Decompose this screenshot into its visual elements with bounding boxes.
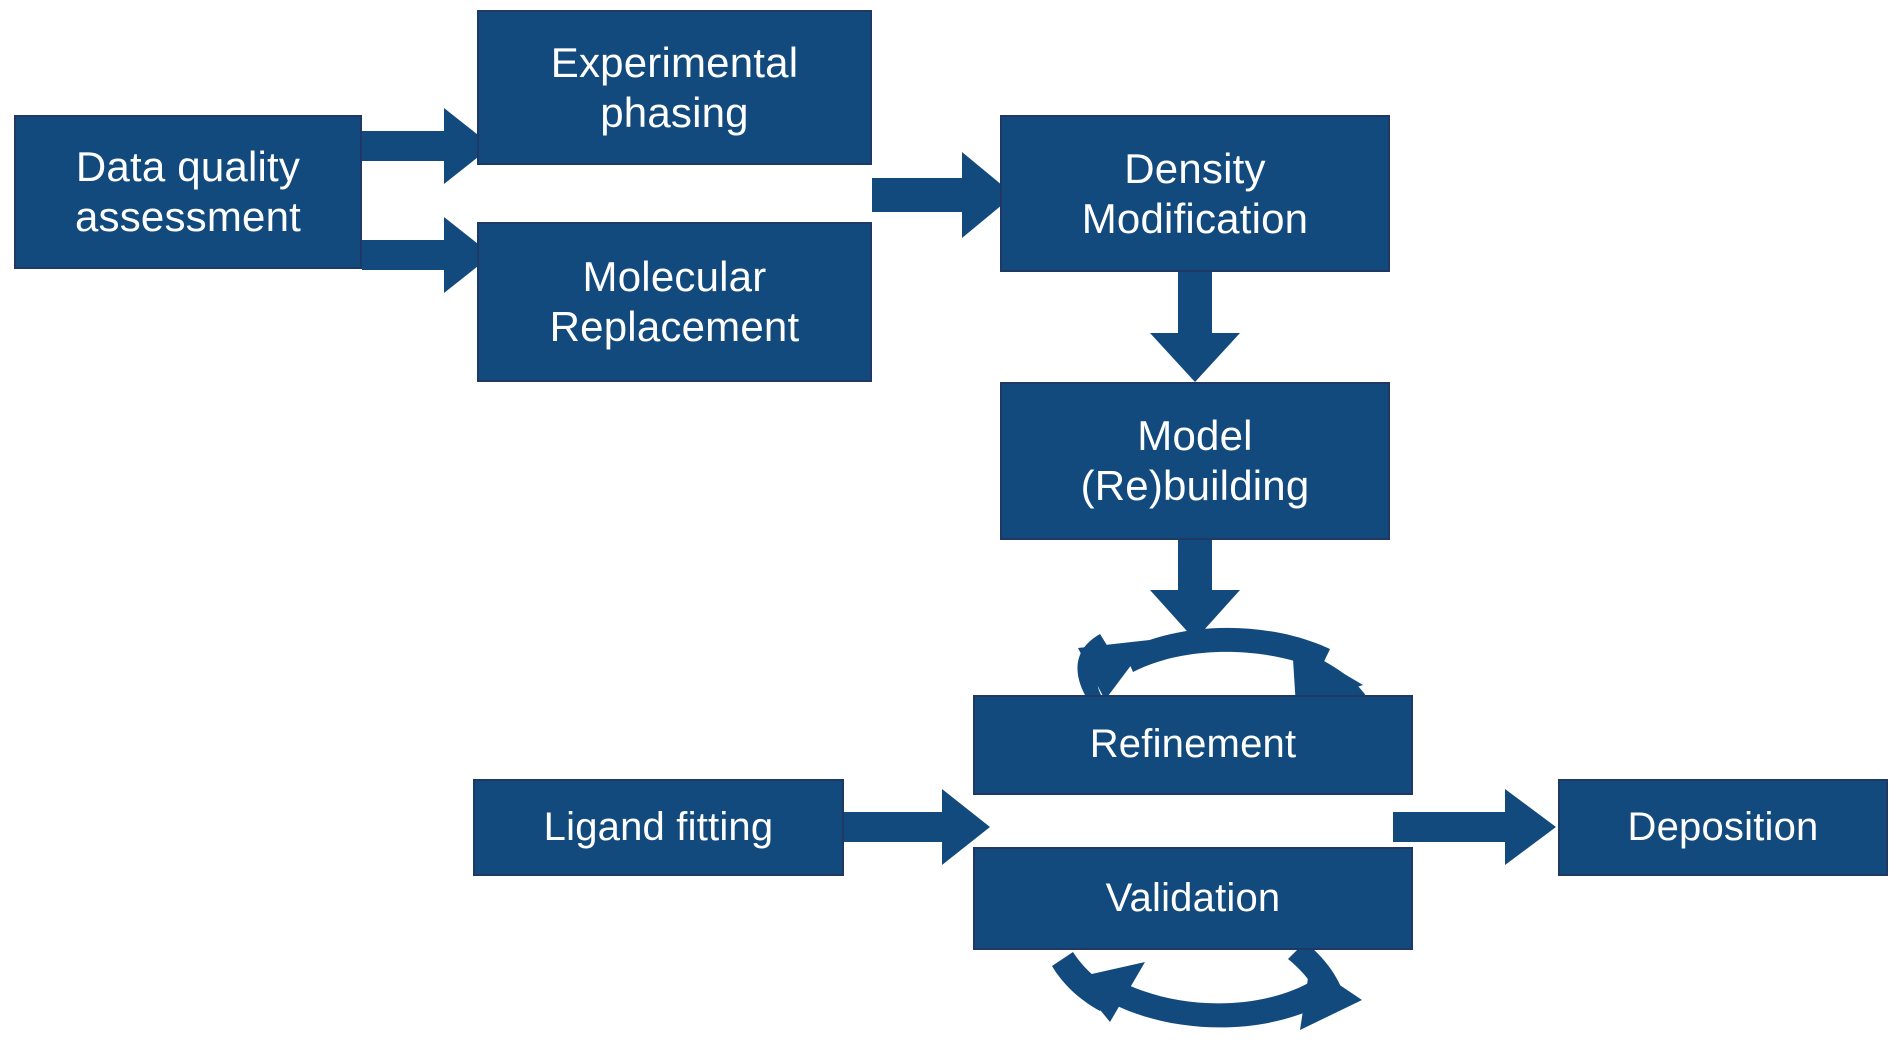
node-data-quality-assessment[interactable]: Data quality assessment	[14, 115, 362, 269]
node-model-rebuilding[interactable]: Model (Re)building	[1000, 382, 1390, 540]
arrow-cycle-to-deposition	[1393, 789, 1556, 865]
node-molecular-replacement[interactable]: Molecular Replacement	[477, 222, 872, 382]
node-validation[interactable]: Validation	[973, 847, 1413, 950]
arrow-model-rebuilding-to-refinement	[1150, 540, 1240, 640]
arrow-phasing-to-density-modification	[872, 152, 1014, 238]
node-refinement[interactable]: Refinement	[973, 695, 1413, 795]
arrow-ligand-fitting-to-cycle	[844, 789, 990, 865]
arrow-density-modification-to-model-rebuilding	[1150, 272, 1240, 382]
node-deposition[interactable]: Deposition	[1558, 779, 1888, 876]
cycle-arc-bottom-right-icon	[1288, 942, 1362, 1030]
node-density-modification[interactable]: Density Modification	[1000, 115, 1390, 272]
arrow-data-quality-to-molecular-replacement	[362, 217, 492, 293]
cycle-arc-bottom-left-icon	[1052, 952, 1329, 1028]
node-experimental-phasing[interactable]: Experimental phasing	[477, 10, 872, 165]
node-ligand-fitting[interactable]: Ligand fitting	[473, 779, 844, 876]
arrow-data-quality-to-experimental-phasing	[362, 108, 492, 184]
